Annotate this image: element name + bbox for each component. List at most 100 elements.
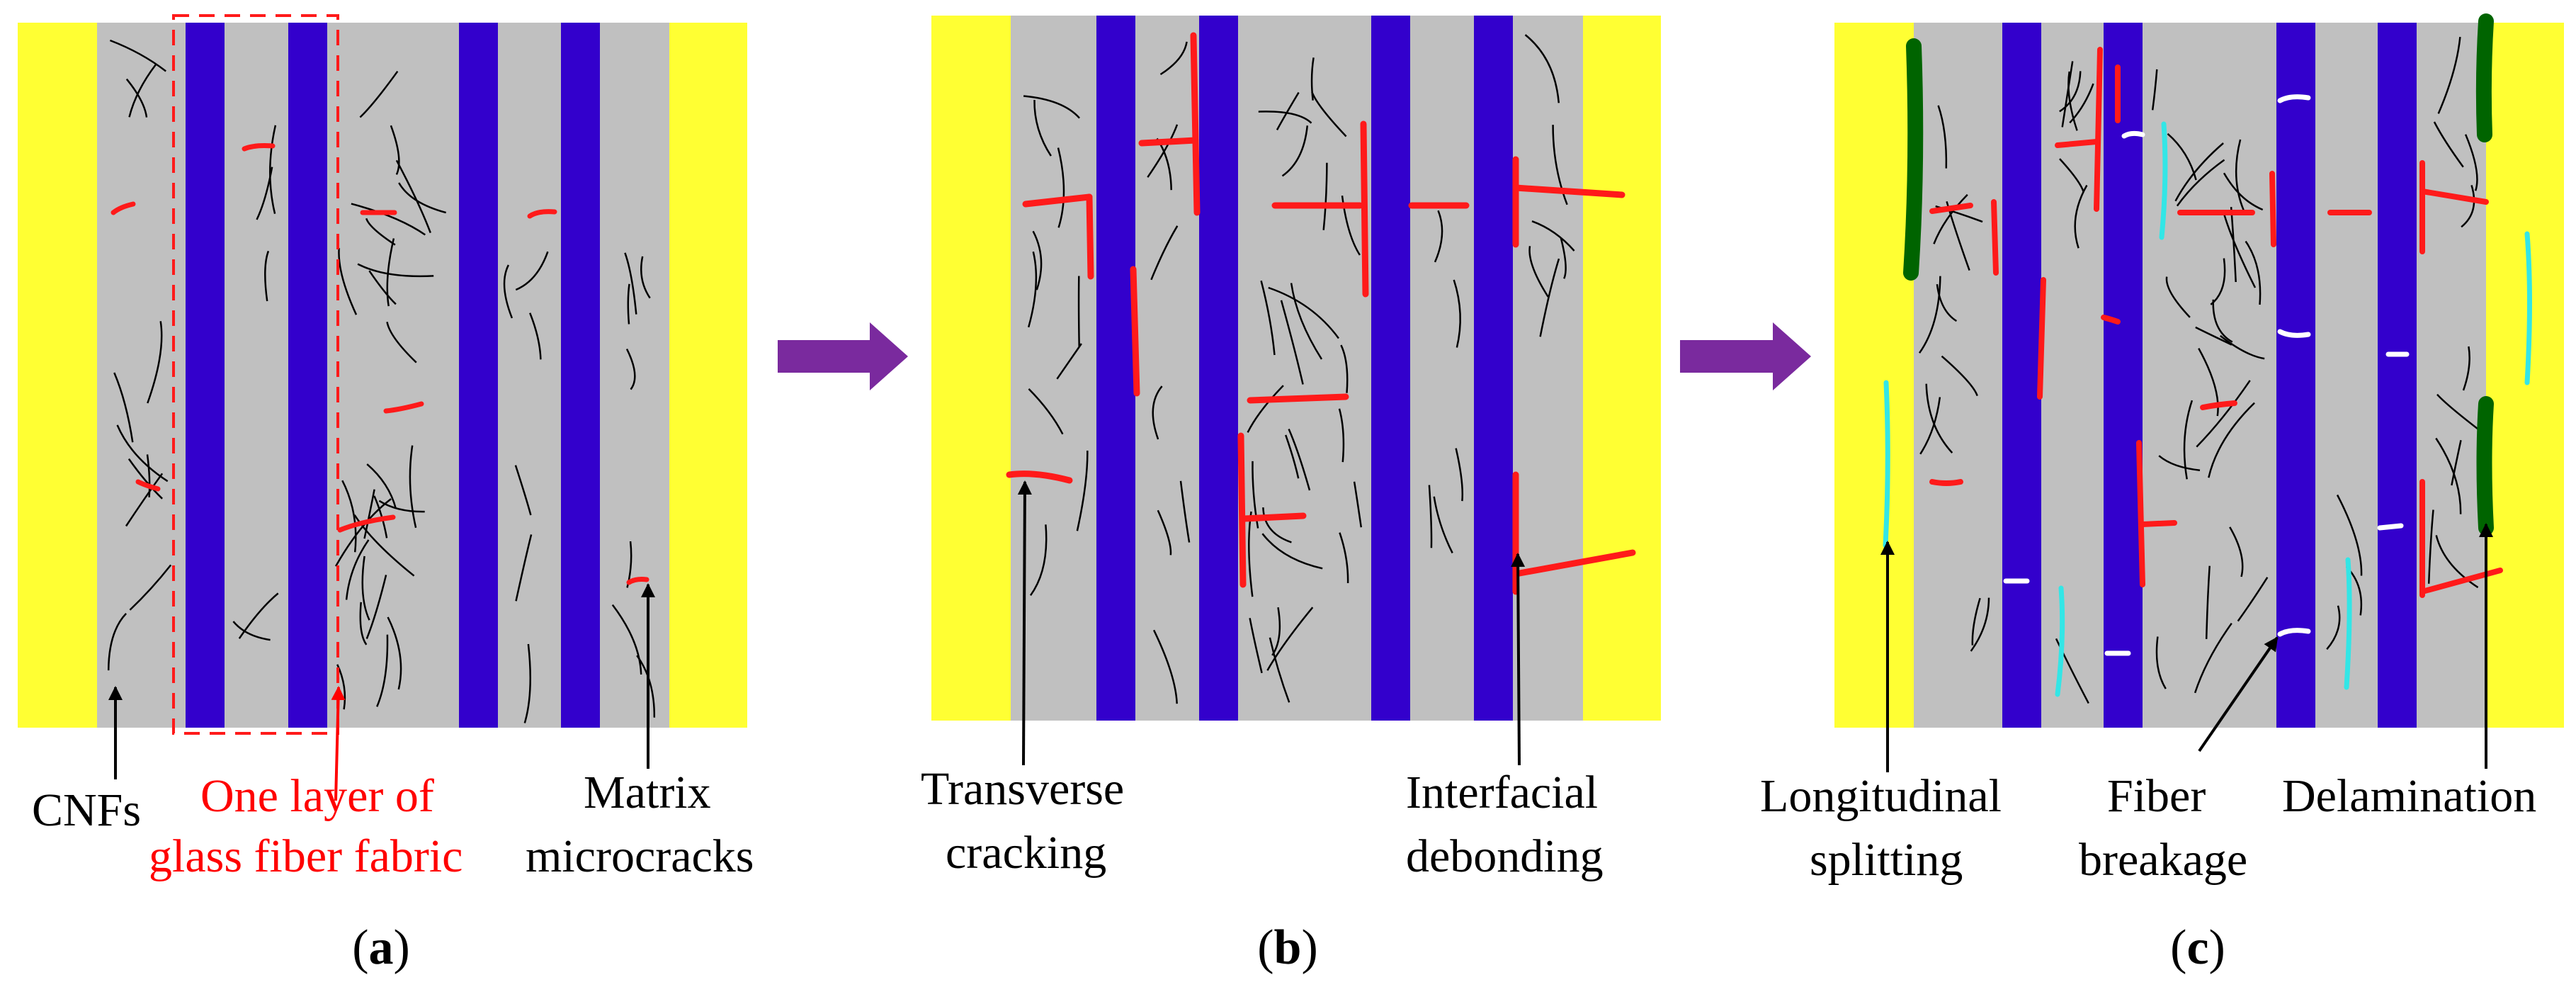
cnf-fiber: [2195, 326, 2232, 346]
interfacial-label-line1: Interfacial: [1406, 767, 1598, 818]
transverse-crack: [2101, 315, 2121, 325]
cnf-fiber: [1937, 105, 1948, 169]
cnf-fiber: [2220, 334, 2265, 360]
cnf-fiber: [363, 489, 375, 539]
pointer-arrow-icon: [2198, 636, 2279, 752]
fiber-layer: [2104, 23, 2143, 728]
transverse-crack: [2419, 188, 2489, 205]
cnf-fiber: [2151, 69, 2158, 111]
fiber-break: [2121, 130, 2145, 139]
cnf-fiber: [1179, 480, 1191, 543]
transverse-crack: [1022, 193, 1093, 208]
cnf-fiber: [409, 445, 417, 529]
transverse-crack: [1512, 184, 1625, 198]
right-arrow-icon: [778, 322, 908, 390]
transverse-crack: [2140, 520, 2177, 527]
cnf-fiber: [361, 555, 370, 621]
cnf-fiber: [1970, 597, 1990, 652]
cnf-fiber: [2326, 605, 2341, 650]
cnf-fiber: [2212, 299, 2233, 343]
cnf-fiber: [2155, 636, 2167, 689]
cnf-fiber: [1271, 607, 1281, 656]
fiber-layer: [2378, 23, 2417, 728]
interfacial-debond: [2136, 440, 2145, 587]
transverse-crack: [1929, 479, 1963, 486]
cnf-fiber: [1027, 251, 1038, 328]
cnfs-label: CNFs: [32, 784, 141, 836]
cnf-fiber: [398, 182, 447, 214]
interfacial-debond: [2037, 277, 2046, 400]
cnf-fiber: [2210, 258, 2226, 305]
delamination: [2475, 13, 2494, 142]
cnf-fiber: [125, 473, 164, 527]
cnf-fiber: [2461, 185, 2475, 228]
cnf-fiber: [2158, 455, 2201, 471]
fiber-layer: [186, 23, 225, 728]
cnf-fiber: [1266, 607, 1314, 671]
cnf-fiber: [2059, 71, 2082, 113]
cnf-fiber: [378, 500, 425, 513]
transverse-crack: [1138, 137, 1199, 147]
fiber-breaks: [2003, 94, 2410, 656]
cnf-fiber: [2183, 400, 2194, 480]
cnf-fiber: [2433, 121, 2464, 168]
cnf-fiber: [386, 238, 395, 307]
cnf-fiber: [1057, 147, 1065, 228]
fiber-layer: [459, 23, 498, 728]
cnf-fiber: [1268, 286, 1340, 339]
cnf-fiber: [2059, 158, 2084, 193]
cnf-fiber: [359, 602, 368, 645]
cnf-fiber: [2055, 638, 2089, 704]
cnf-fiber: [2205, 565, 2211, 639]
interfacial-debond: [2269, 171, 2276, 247]
longitudinal-split: [2055, 585, 2065, 697]
longitudinal-splits: [1883, 121, 2532, 697]
interfacial-debond: [1086, 193, 1094, 280]
cnf-fiber: [390, 125, 400, 175]
cnf-fiber: [1933, 193, 1968, 244]
cnf-fiber: [368, 270, 397, 305]
cnf-fiber: [1338, 408, 1345, 463]
fiber-layer: [2276, 23, 2315, 728]
cnf-fiber: [116, 424, 169, 483]
damage-cracks: [1006, 32, 1636, 595]
cnf-fiber: [147, 321, 163, 404]
microcrack: [110, 201, 136, 215]
cnf-fiber: [529, 312, 542, 360]
cnf-fiber: [113, 372, 134, 443]
cnf-fiber: [2222, 210, 2257, 288]
cnf-fiber: [1247, 385, 1284, 433]
cnf-fiber: [1528, 246, 1549, 298]
interfacial-debond: [1237, 432, 1247, 588]
interfacial-label-line2: debonding: [1406, 830, 1604, 882]
pointer-arrow-icon: [1511, 553, 1526, 766]
cnf-fiber: [357, 263, 434, 278]
cnf-fiber: [109, 39, 166, 72]
cnf-fiber: [1453, 279, 1461, 348]
cnf-fiber: [1252, 461, 1259, 529]
microcrack: [337, 514, 396, 533]
pointer-arrow-icon: [1017, 480, 1032, 766]
longitudinal-split: [2524, 231, 2532, 385]
cnf-fiber: [366, 463, 397, 509]
longitudinal-split: [2344, 557, 2352, 690]
cnf-fiber: [1147, 124, 1179, 178]
transverse-crack: [1241, 512, 1307, 522]
cnf-fiber: [1925, 383, 1953, 453]
transverse-label-line2: cracking: [946, 827, 1106, 879]
cnf-fiber: [1433, 496, 1453, 554]
cnf-group: [1918, 36, 2480, 704]
cnf-fiber: [338, 248, 358, 315]
cnf-fiber: [2435, 535, 2479, 589]
cnf-fiber: [2237, 577, 2269, 622]
right-arrow-icon: [1680, 322, 1811, 390]
cnf-fiber: [2196, 380, 2251, 448]
face-sheet-right: [669, 23, 747, 728]
face-sheet-left: [931, 16, 1011, 721]
cnf-fiber: [2336, 494, 2363, 576]
cnf-fiber: [1941, 355, 1978, 397]
cnf-fiber: [515, 251, 549, 291]
transverse-crack: [1512, 549, 1636, 577]
interfacial-debond: [1130, 266, 1140, 397]
cnf-fiber: [351, 203, 426, 236]
